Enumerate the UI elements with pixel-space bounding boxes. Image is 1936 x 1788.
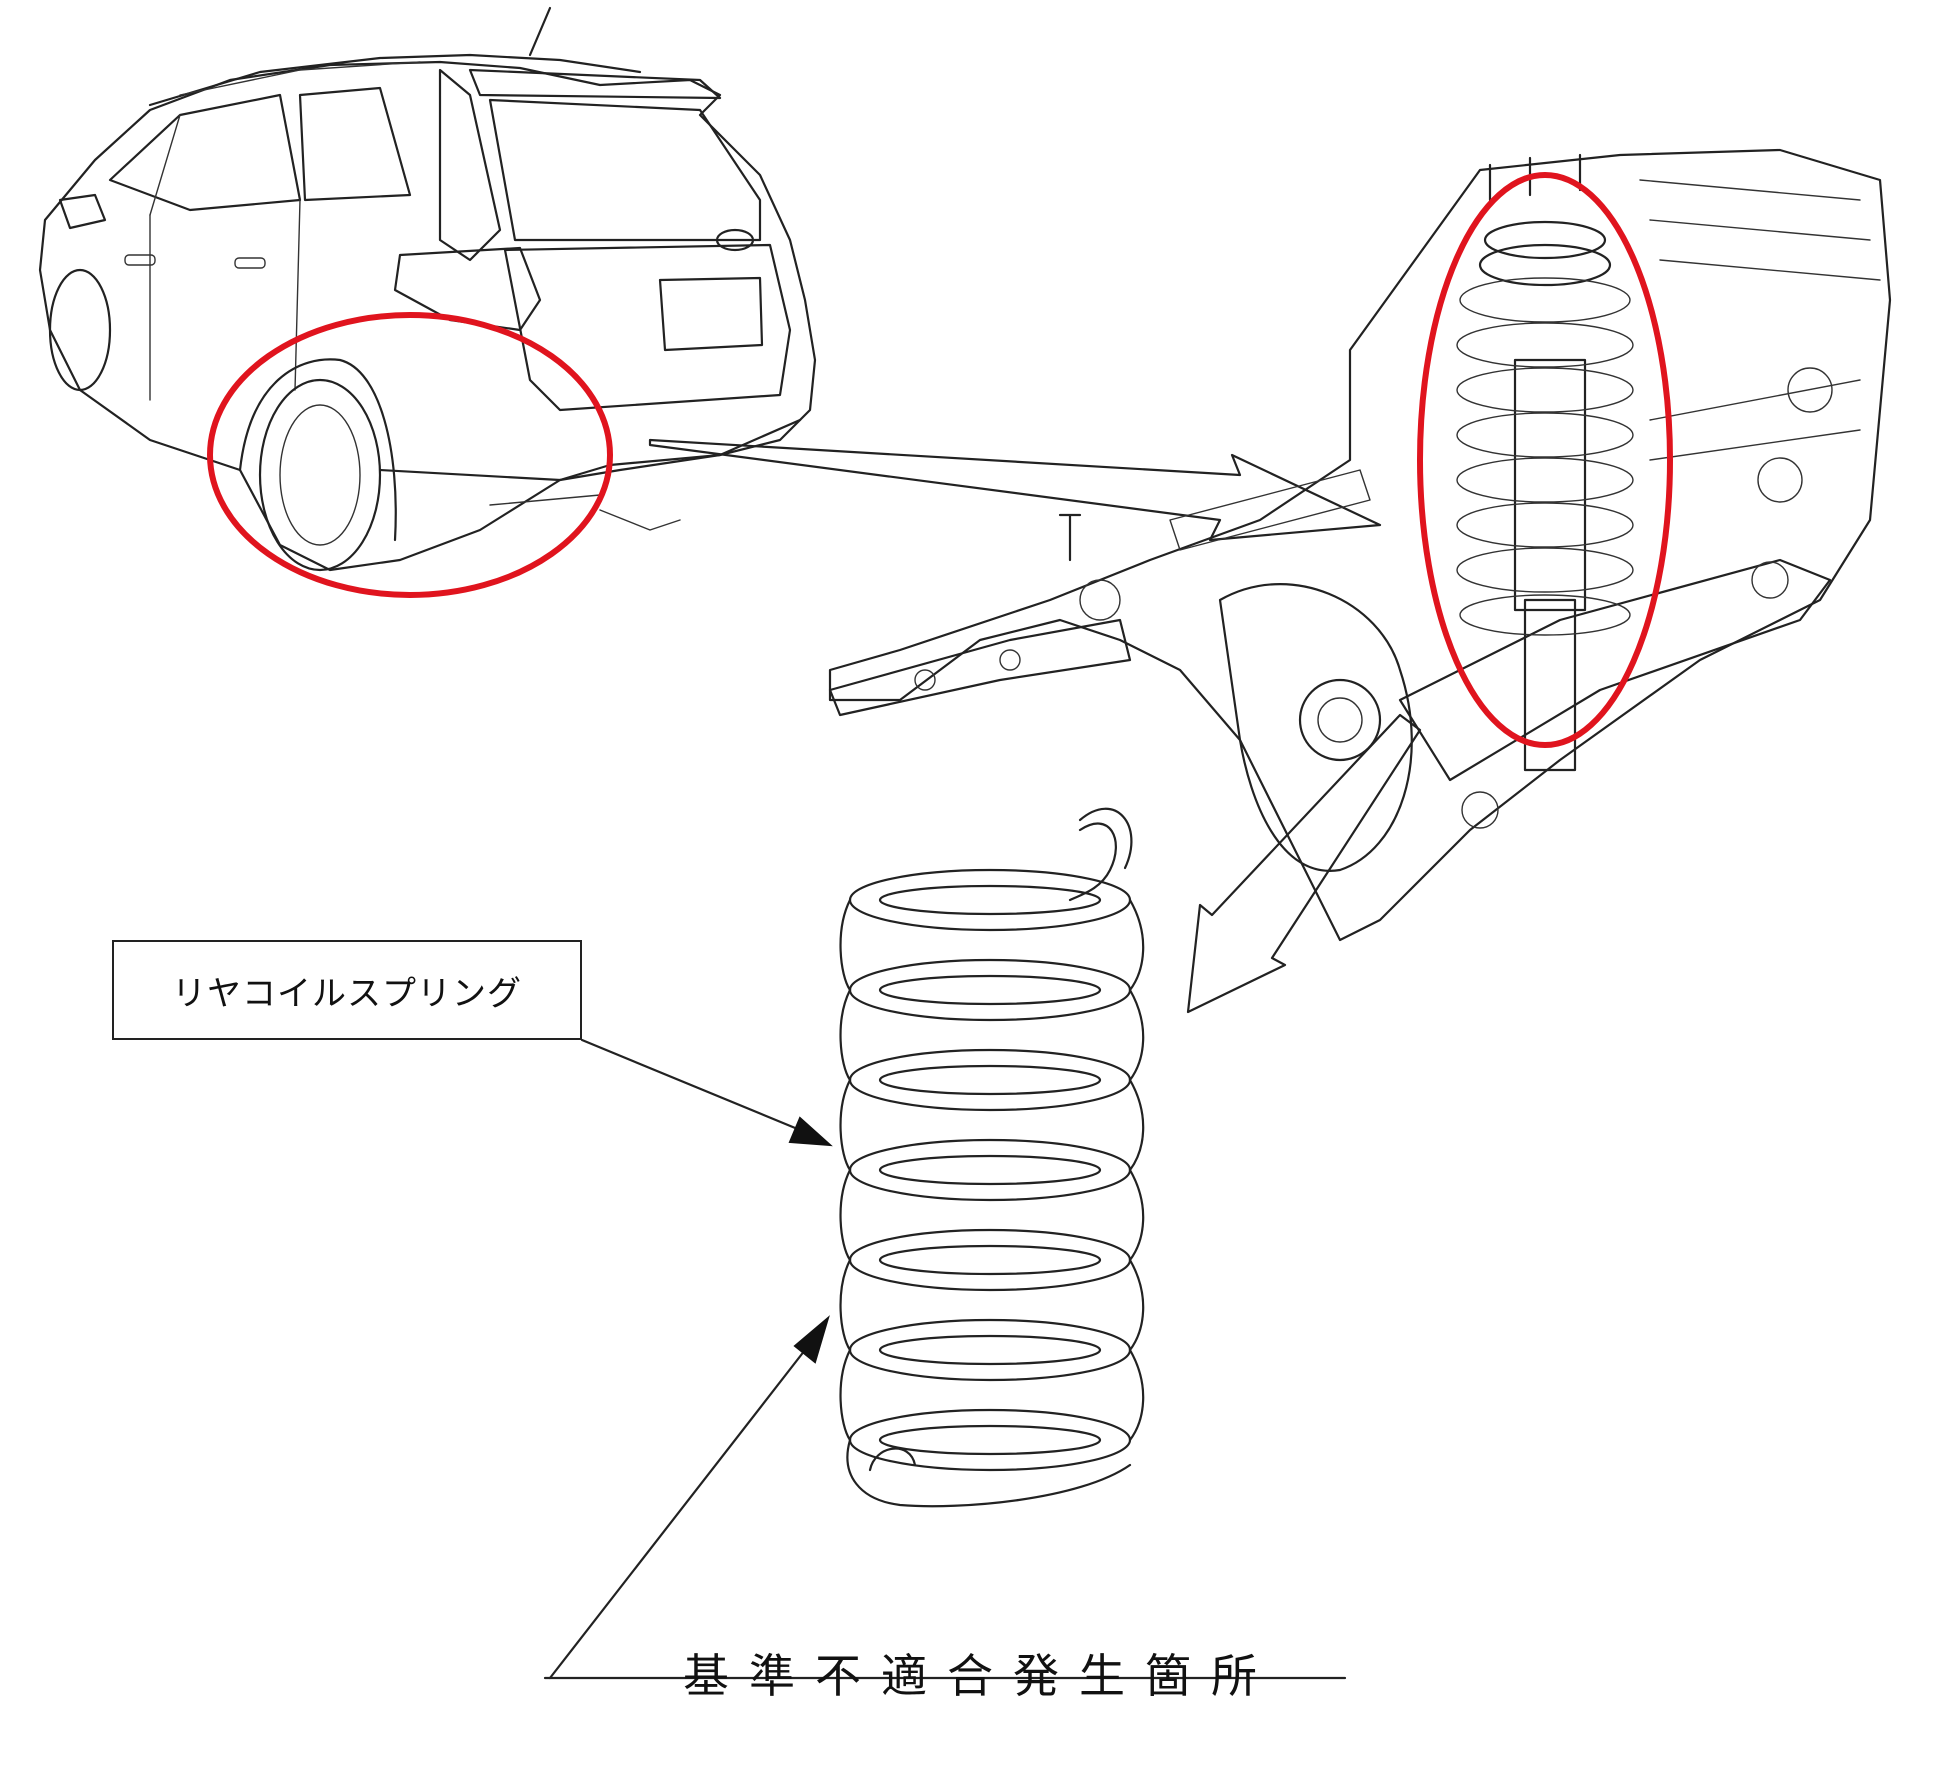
suv-illustration [38,6,817,572]
spring-highlight-ellipse [1417,172,1673,748]
vehicle-highlight-ellipse [207,312,613,598]
defect-leader-arrow [543,1315,1347,1680]
part-name-label: リヤコイルスプリング [112,940,582,1040]
part-leader-arrow [580,1038,833,1147]
coil-spring-illustration [839,807,1145,1508]
arrow-assembly-to-spring [1186,713,1422,1014]
part-name-text: リヤコイルスプリング [172,973,522,1014]
suspension-assembly-illustration [828,148,1892,942]
defect-location-text: 基準不適合発生箇所 [683,1649,1277,1703]
arrow-vehicle-to-assembly [648,438,1382,542]
defect-location-caption: 基準不適合発生箇所 [600,1640,1360,1706]
